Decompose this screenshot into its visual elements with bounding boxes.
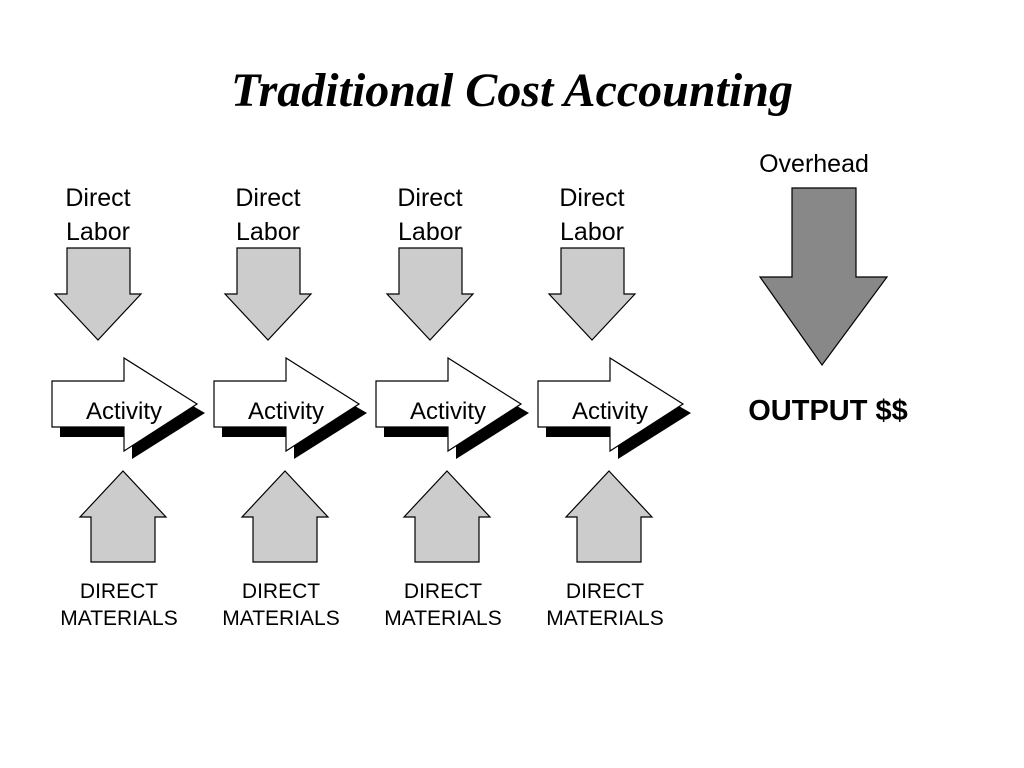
cost-column-1: Direct Labor Activity DIRECT MATERIALS — [51, 184, 205, 630]
direct-labor-arrow-icon — [547, 247, 637, 341]
direct-materials-arrow-icon — [402, 470, 492, 563]
overhead-label: Overhead — [759, 150, 869, 178]
direct-labor-label-line2: Labor — [236, 218, 300, 246]
direct-labor-arrow-icon — [53, 247, 143, 341]
direct-materials-label-line2: MATERIALS — [60, 607, 177, 630]
direct-materials-label-line2: MATERIALS — [222, 607, 339, 630]
output-label: OUTPUT $$ — [748, 395, 908, 427]
direct-materials-label-line2: MATERIALS — [546, 607, 663, 630]
direct-labor-label-line1: Direct — [235, 184, 300, 212]
activity-label: Activity — [410, 398, 486, 425]
direct-labor-arrow-icon — [223, 247, 313, 341]
direct-materials-label-line2: MATERIALS — [384, 607, 501, 630]
direct-materials-label-line1: DIRECT — [404, 580, 482, 603]
page-title: Traditional Cost Accounting — [231, 64, 793, 117]
direct-materials-label-line1: DIRECT — [80, 580, 158, 603]
activity-arrow-icon — [375, 356, 523, 453]
direct-labor-label-line2: Labor — [398, 218, 462, 246]
direct-labor-arrow-icon — [385, 247, 475, 341]
activity-label: Activity — [572, 398, 648, 425]
cost-column-3: Direct Labor Activity DIRECT MATERIALS — [375, 184, 529, 630]
direct-labor-label-line1: Direct — [559, 184, 624, 212]
cost-column-4: Direct Labor Activity DIRECT MATERIALS — [537, 184, 691, 630]
direct-labor-label-line2: Labor — [66, 218, 130, 246]
direct-materials-label-line1: DIRECT — [566, 580, 644, 603]
activity-label: Activity — [248, 398, 324, 425]
direct-materials-arrow-icon — [240, 470, 330, 563]
activity-arrow-icon — [213, 356, 361, 453]
overhead-group: Overhead — [758, 150, 889, 367]
direct-labor-label-line1: Direct — [65, 184, 130, 212]
cost-column-2: Direct Labor Activity DIRECT MATERIALS — [213, 184, 367, 630]
activity-arrow-icon — [51, 356, 199, 453]
overhead-arrow-icon — [758, 187, 889, 367]
direct-materials-label-line1: DIRECT — [242, 580, 320, 603]
activity-arrow-icon — [537, 356, 685, 453]
direct-materials-arrow-icon — [564, 470, 654, 563]
direct-labor-label-line2: Labor — [560, 218, 624, 246]
direct-labor-label-line1: Direct — [397, 184, 462, 212]
direct-materials-arrow-icon — [78, 470, 168, 563]
activity-label: Activity — [86, 398, 162, 425]
